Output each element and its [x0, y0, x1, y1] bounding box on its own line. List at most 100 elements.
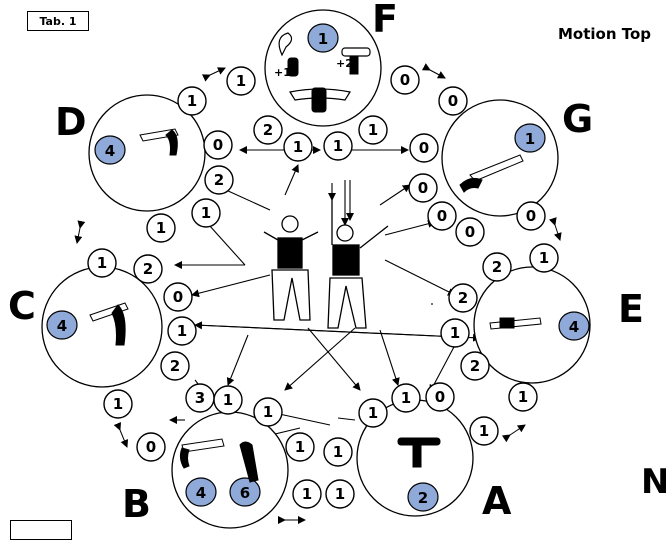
transition-node-value: 0: [213, 136, 223, 154]
transition-node: 0: [136, 432, 166, 462]
transition-node-value: 1: [450, 324, 460, 342]
transition-node-value: 1: [97, 254, 107, 272]
transition-node: 2: [133, 254, 163, 284]
transition-node-value: 2: [492, 258, 502, 276]
group-label-A: A: [482, 479, 512, 523]
count-badge-D: 4: [94, 135, 126, 165]
transition-node: 1: [529, 243, 559, 273]
transition-node-value: 1: [539, 249, 549, 267]
transition-node-value: 0: [526, 207, 536, 225]
transition-node-value: 0: [146, 438, 156, 456]
group-circle-G: [441, 99, 559, 217]
transition-node-value: 1: [293, 138, 303, 156]
group-label-F: F: [372, 0, 398, 41]
transition-node-value: 1: [177, 322, 187, 340]
count-badge-B-left: 4: [185, 477, 217, 507]
transition-node: 2: [253, 115, 283, 145]
transition-node-value: 2: [458, 289, 468, 307]
svg-text:4: 4: [196, 484, 206, 502]
transition-node: 0: [438, 86, 468, 116]
transition-node: 1: [325, 479, 355, 509]
transition-node-value: 1: [479, 422, 489, 440]
transition-node-value: 0: [437, 207, 447, 225]
transition-node-value: 0: [448, 92, 458, 110]
transition-node-value: 2: [143, 260, 153, 278]
transition-node: 1: [177, 86, 207, 116]
svg-text:2: 2: [418, 489, 428, 507]
count-badge-text: 1: [318, 30, 328, 48]
tab-label-bottom: [10, 520, 72, 540]
svg-text:4: 4: [569, 318, 579, 336]
count-badge-E: 4: [558, 311, 590, 341]
transition-node: 2: [460, 351, 490, 381]
transition-node: 0: [455, 217, 485, 247]
count-badge-B-right: 6: [229, 477, 261, 507]
transition-node: 0: [163, 282, 193, 312]
transition-node-value: 0: [465, 223, 475, 241]
transition-node: 1: [146, 213, 176, 243]
count-badge-C: 4: [46, 310, 78, 340]
transition-node: 0: [409, 133, 439, 163]
group-label-E: E: [618, 287, 644, 331]
count-badge-F: 1: [307, 23, 339, 53]
transition-node: 1: [323, 131, 353, 161]
transition-node-value: 1: [401, 389, 411, 407]
transition-node-value: 0: [435, 388, 445, 406]
transition-node-value: 3: [195, 389, 205, 407]
group-circle-B: [171, 411, 289, 529]
transition-node-value: 1: [223, 391, 233, 409]
transition-node: 1: [213, 385, 243, 415]
f-score-2: +2: [336, 57, 353, 70]
transition-node: 2: [160, 351, 190, 381]
svg-text:4: 4: [57, 317, 67, 335]
transition-node: 1: [103, 389, 133, 419]
transition-node: 1: [440, 318, 470, 348]
svg-text:6: 6: [240, 484, 250, 502]
svg-text:4: 4: [105, 142, 115, 160]
gymnast-pictograms: [89, 32, 542, 483]
transition-node: 2: [448, 283, 478, 313]
transition-node-value: 1: [295, 438, 305, 456]
transition-node-value: 2: [470, 357, 480, 375]
transition-node: 0: [408, 173, 438, 203]
transition-node-value: 1: [333, 137, 343, 155]
transition-node: 3: [185, 383, 215, 413]
transition-node-value: 0: [173, 288, 183, 306]
transition-node-value: 1: [368, 121, 378, 139]
transition-node-value: 1: [263, 403, 273, 421]
count-badges: 1 1 4 2 4 6 4 4: [46, 23, 590, 512]
transition-node-value: 1: [333, 443, 343, 461]
transition-node-value: 0: [400, 71, 410, 89]
transition-node-value: 1: [236, 72, 246, 90]
transition-node: 1: [358, 398, 388, 428]
transition-node-value: 1: [156, 219, 166, 237]
page-title: Motion Top: [558, 25, 652, 43]
outer-double-arrows: [74, 63, 562, 524]
count-badge-A: 2: [407, 482, 439, 512]
transition-node: 0: [425, 382, 455, 412]
transition-node-value: 1: [335, 485, 345, 503]
transition-node-value: 1: [113, 395, 123, 413]
transition-node-value: 2: [170, 357, 180, 375]
transition-node-value: 1: [302, 485, 312, 503]
transition-node-value: 1: [201, 204, 211, 222]
f-score-1: +1: [274, 66, 291, 79]
svg-text:1: 1: [525, 130, 535, 148]
transition-node-value: 1: [368, 404, 378, 422]
transition-node: 1: [285, 432, 315, 462]
transition-node: 2: [204, 165, 234, 195]
transition-node: 1: [292, 479, 322, 509]
transition-node: 1: [226, 66, 256, 96]
transition-node-value: 2: [214, 171, 224, 189]
transition-node: 1: [508, 382, 538, 412]
transition-node: 1: [87, 248, 117, 278]
transition-node: 1: [167, 316, 197, 346]
tab-label: Tab. 1: [27, 11, 89, 31]
group-label-B: B: [122, 482, 151, 526]
transition-node: 1: [191, 198, 221, 228]
transition-node-value: 0: [418, 179, 428, 197]
transition-node: 1: [283, 132, 313, 162]
transition-node: 0: [390, 65, 420, 95]
